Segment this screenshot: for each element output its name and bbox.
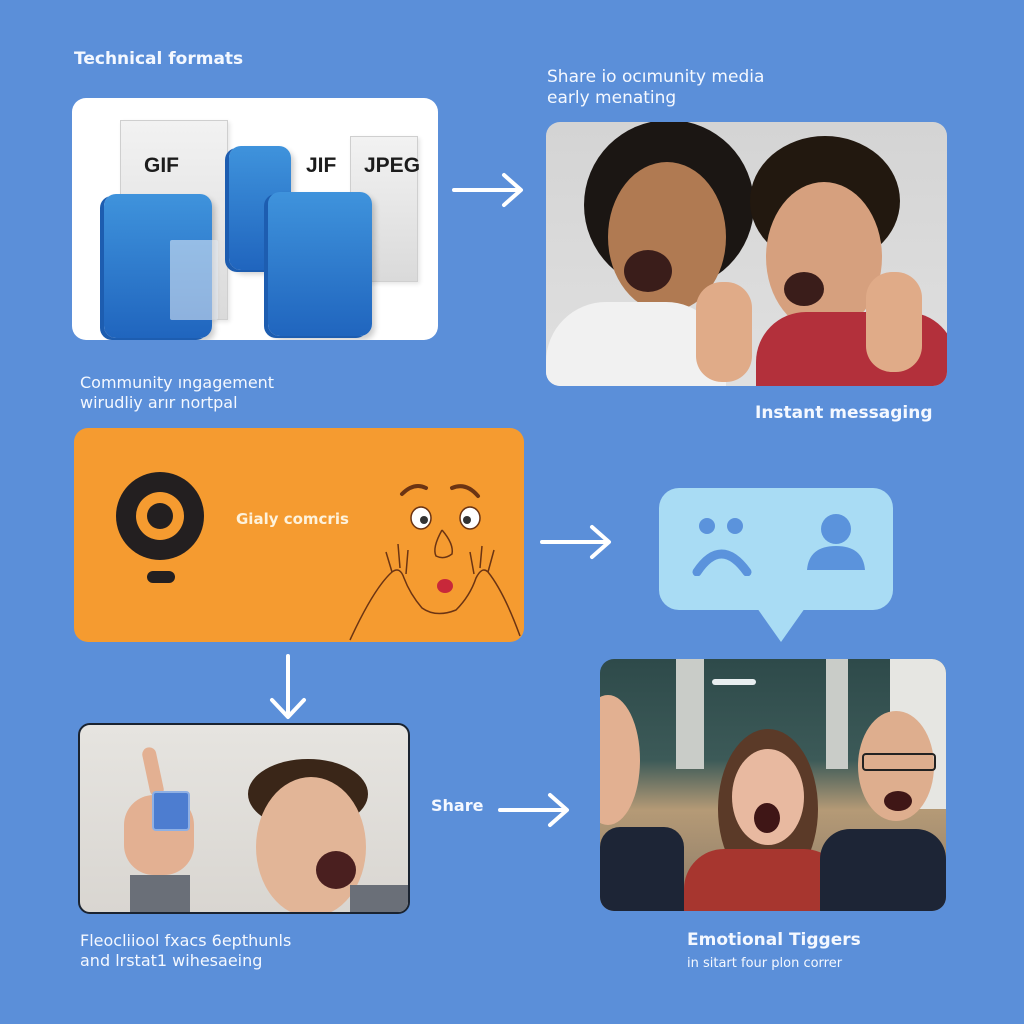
instant-messaging-title: Instant messaging [755,403,933,423]
share-photo [78,723,410,914]
footer-left-text: Fleocliiool fxacs 6epthunls and lrstat1 … [80,931,291,971]
jpeg-format-label: JPEG [364,154,421,177]
community-engagement-title: Community ıngagement wirudliy arır nortp… [80,373,274,413]
community-engagement-title-line2: wirudliy arır nortpal [80,393,238,412]
engagement-card-text: Gialy comcris [236,510,349,528]
technical-formats-title: Technical formats [74,49,244,69]
footer-left-line2: and lrstat1 wihesaeing [80,951,263,970]
share-community-title-line2: early menating [547,88,677,109]
bubble-tail [757,608,805,642]
share-label: Share [431,796,484,815]
community-engagement-card: Gialy comcris [74,428,524,642]
transparent-sheet-icon [170,240,218,320]
emotional-triggers-title: Emotional Tiggers [687,930,861,950]
sad-face-icon [692,518,752,576]
user-icon [807,514,865,570]
gif-format-label: GIF [144,154,179,177]
arrow-down-icon [268,654,308,722]
share-community-title: Share io ocımunity media early menating [547,67,764,110]
arrow-right-icon [452,172,526,208]
emotional-triggers-subtitle: in sitart four plon correr [687,956,843,971]
jif-format-label: JIF [306,154,337,177]
footer-left-line1: Fleocliiool fxacs 6epthunls [80,931,292,950]
technical-formats-card: GIF JIF JPEG [72,98,438,340]
webcam-stand-icon [147,571,175,583]
webcam-icon [116,472,204,560]
share-community-title-line1: Share io ocımunity media [547,67,765,87]
arrow-right-icon [498,792,572,828]
arrow-right-icon [540,524,614,560]
folder-front-right-icon [268,192,372,336]
surprised-cartoon-face-icon [349,484,521,641]
community-engagement-title-line1: Community ıngagement [80,373,275,392]
share-community-photo [546,122,947,386]
instant-messaging-bubble [659,488,893,610]
emotional-triggers-photo [600,659,946,911]
